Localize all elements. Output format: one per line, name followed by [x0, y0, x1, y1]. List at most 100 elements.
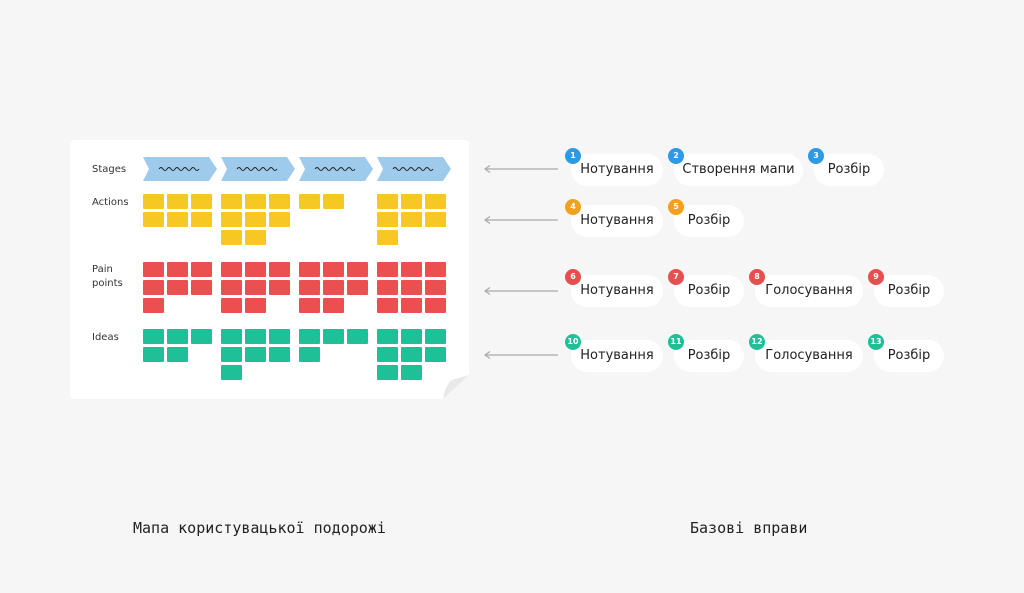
sticky-note	[221, 194, 242, 209]
sticky-note	[377, 329, 398, 344]
sticky-note	[245, 262, 266, 277]
arrow-left-icon	[483, 216, 558, 224]
sticky-note	[245, 194, 266, 209]
sticky-note	[425, 212, 446, 227]
exercise-label: Створення мапи	[682, 162, 795, 177]
sticky-note	[299, 329, 320, 344]
sticky-note	[377, 212, 398, 227]
sticky-note	[269, 329, 290, 344]
exercise-pill[interactable]: Розбір	[674, 205, 744, 237]
sticky-note	[401, 194, 422, 209]
exercise-pill[interactable]: Нотування	[571, 340, 663, 372]
stage-chevron	[299, 157, 373, 181]
sticky-note	[167, 194, 188, 209]
sticky-note	[167, 280, 188, 295]
sticky-note	[377, 365, 398, 380]
exercise-number-badge: 2	[668, 148, 684, 164]
sticky-note	[167, 262, 188, 277]
sticky-note	[143, 329, 164, 344]
sticky-note	[221, 298, 242, 313]
exercise-number-badge: 3	[808, 148, 824, 164]
exercise-number-badge: 5	[668, 199, 684, 215]
sticky-note	[401, 347, 422, 362]
sticky-note	[143, 194, 164, 209]
sticky-note	[401, 212, 422, 227]
sticky-note	[323, 329, 344, 344]
exercise-pill[interactable]: Нотування	[571, 205, 663, 237]
stage-chevron	[221, 157, 295, 181]
sticky-note	[269, 280, 290, 295]
sticky-note	[245, 347, 266, 362]
exercise-label: Розбір	[887, 348, 931, 363]
sticky-note	[425, 298, 446, 313]
arrow-left-icon	[483, 165, 558, 173]
exercise-label: Розбір	[687, 213, 731, 228]
sticky-note	[299, 347, 320, 362]
sticky-note	[299, 298, 320, 313]
stage-chevron	[143, 157, 217, 181]
sticky-note	[377, 347, 398, 362]
exercise-number-badge: 10	[565, 334, 581, 350]
exercise-number-badge: 11	[668, 334, 684, 350]
sticky-note	[191, 280, 212, 295]
stage-chevron	[377, 157, 451, 181]
exercise-number-badge: 1	[565, 148, 581, 164]
exercise-pill[interactable]: Нотування	[571, 154, 663, 186]
exercise-number-badge: 7	[668, 269, 684, 285]
sticky-note	[323, 194, 344, 209]
sticky-note	[323, 262, 344, 277]
sticky-note	[401, 280, 422, 295]
exercise-pill[interactable]: Розбір	[874, 340, 944, 372]
sticky-note	[221, 230, 242, 245]
sticky-note	[425, 329, 446, 344]
row-label-pain-points: Pain points	[92, 264, 123, 289]
caption-basic-exercises: Базові вправи	[690, 519, 808, 537]
exercise-pill[interactable]: Нотування	[571, 275, 663, 307]
exercise-pill[interactable]: Голосування	[755, 275, 863, 307]
sticky-note	[347, 280, 368, 295]
exercise-number-badge: 13	[868, 334, 884, 350]
sticky-note	[221, 365, 242, 380]
exercise-label: Голосування	[765, 283, 853, 298]
sticky-note	[347, 329, 368, 344]
exercise-pill[interactable]: Голосування	[755, 340, 863, 372]
exercise-number-badge: 6	[565, 269, 581, 285]
exercise-number-badge: 12	[749, 334, 765, 350]
sticky-note	[299, 194, 320, 209]
sticky-note	[299, 262, 320, 277]
sticky-note	[377, 194, 398, 209]
sticky-note	[425, 194, 446, 209]
sticky-note	[377, 230, 398, 245]
sticky-note	[269, 212, 290, 227]
exercise-pill[interactable]: Розбір	[674, 340, 744, 372]
sticky-note	[221, 262, 242, 277]
exercise-number-badge: 9	[868, 269, 884, 285]
sticky-note	[143, 298, 164, 313]
sticky-note	[143, 347, 164, 362]
sticky-note	[191, 262, 212, 277]
sticky-note	[425, 347, 446, 362]
sticky-note	[167, 347, 188, 362]
exercise-pill[interactable]: Розбір	[874, 275, 944, 307]
sticky-note	[245, 329, 266, 344]
sticky-note	[245, 280, 266, 295]
exercise-label: Розбір	[687, 348, 731, 363]
sticky-note	[191, 329, 212, 344]
exercise-pill[interactable]: Розбір	[674, 275, 744, 307]
sticky-note	[143, 280, 164, 295]
sticky-note	[377, 298, 398, 313]
row-label-actions: Actions	[92, 197, 129, 208]
page-fold-corner	[443, 375, 469, 399]
exercise-label: Нотування	[580, 162, 654, 177]
exercise-pill[interactable]: Створення мапи	[674, 154, 803, 186]
exercise-pill[interactable]: Розбір	[814, 154, 884, 186]
arrow-left-icon	[483, 351, 558, 359]
sticky-note	[221, 347, 242, 362]
sticky-note	[299, 280, 320, 295]
exercise-label: Нотування	[580, 283, 654, 298]
exercise-label: Розбір	[687, 283, 731, 298]
sticky-note	[269, 347, 290, 362]
sticky-note	[425, 280, 446, 295]
sticky-note	[221, 212, 242, 227]
sticky-note	[401, 298, 422, 313]
